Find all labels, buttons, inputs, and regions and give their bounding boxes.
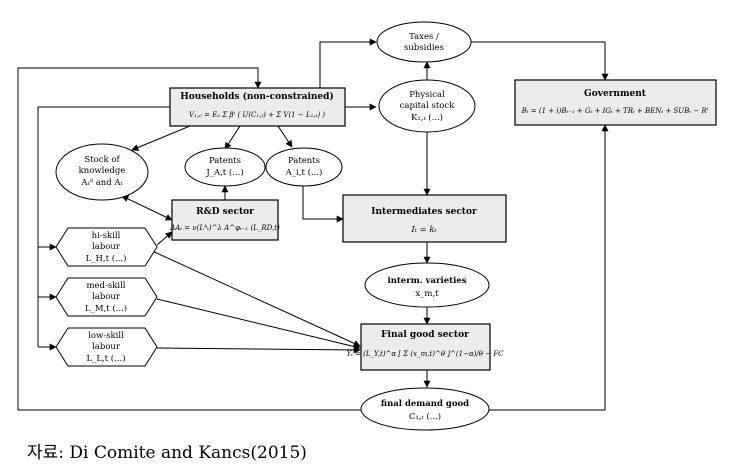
low-skill-hexagon: low-skill labour L_L,t (...) xyxy=(55,327,158,367)
final-good-title: Final good sector xyxy=(381,330,469,340)
capital-label-2: capital stock xyxy=(400,101,456,111)
arrow-hi-skill-to-final-good xyxy=(149,249,361,347)
physical-capital-ellipse: Physical capital stock K₁,ₜ (...) xyxy=(378,79,476,133)
hi-skill-label-2: labour xyxy=(92,242,121,252)
intermediates-box: Intermediates sector Iₜ = kₜ xyxy=(342,194,507,243)
med-skill-hexagon: med-skill labour L_M,t (...) xyxy=(55,277,158,317)
arrow-households-to-taxes xyxy=(319,38,377,88)
taxes-label-1: Taxes / xyxy=(409,32,439,42)
taxes-ellipse: Taxes / subsidies xyxy=(376,21,472,63)
connectors xyxy=(17,38,609,411)
rd-sector-box: R&D sector ΔAₜ = ν(Lᴬₜ)^λ A^φₜ₋₁ (L_RD,t… xyxy=(169,199,280,241)
loop-final-demand-to-households xyxy=(17,67,361,411)
line-households-to-labour xyxy=(37,106,170,347)
source-caption: 자료: Di Comite and Kancs(2015) xyxy=(27,443,307,463)
med-skill-label-3: L_M,t (...) xyxy=(85,303,127,314)
arrow-households-to-patents-j xyxy=(224,125,241,150)
varieties-label-1: interm. varieties xyxy=(387,276,466,286)
low-skill-label-2: labour xyxy=(92,342,121,352)
final-good-formula: Yₜ = (L_Y,t)^α [ Σ (x_m,t)^θ ]^(1−α)/θ −… xyxy=(346,350,504,358)
arrow-knowledge-rd xyxy=(121,195,173,221)
med-skill-label-2: labour xyxy=(92,292,121,302)
knowledge-label-2: knowledge xyxy=(79,166,126,176)
arrow-low-skill-to-final-good xyxy=(156,346,361,354)
varieties-label-2: x_m,t xyxy=(415,289,439,299)
taxes-label-2: subsidies xyxy=(404,43,444,53)
households-title: Households (non-constrained) xyxy=(180,91,333,102)
final-demand-ellipse: final demand good C₁,ₜ (...) xyxy=(360,387,490,431)
low-skill-label-1: low-skill xyxy=(88,331,124,341)
intermediates-title: Intermediates sector xyxy=(371,207,477,217)
low-skill-label-3: L_L,t (...) xyxy=(86,353,125,364)
knowledge-label-3: Aₜᵈ and Aₜ xyxy=(80,178,123,188)
rd-formula: ΔAₜ = ν(Lᴬₜ)^λ A^φₜ₋₁ (L_RD,t) xyxy=(169,224,280,232)
final-good-box: Final good sector Yₜ = (L_Y,t)^α [ Σ (x_… xyxy=(346,323,504,371)
arrow-households-to-patents-a xyxy=(277,125,293,148)
hi-skill-hexagon: hi-skill labour L_H,t (...) xyxy=(55,227,158,267)
final-demand-label-1: final demand good xyxy=(381,399,469,409)
arrow-patents-a-to-intermediates xyxy=(302,186,344,223)
patents-a-ellipse: Patents A_i,t (...) xyxy=(265,147,343,187)
households-formula: V₁,₀ = E₀ Σ βᵗ ( U(C₁,ₜ) + Σ V(1 − L₁,ₜ)… xyxy=(189,111,325,119)
interm-varieties-ellipse: interm. varieties x_m,t xyxy=(364,262,490,308)
government-box: Government Bₜ = (1 + i)Bₜ₋₁ + Gₜ + IGₜ +… xyxy=(514,79,717,126)
arrow-hi-skill-to-rd xyxy=(156,231,173,246)
hi-skill-label-3: L_H,t (...) xyxy=(86,253,127,264)
hi-skill-label-1: hi-skill xyxy=(92,231,121,241)
households-box: Households (non-constrained) V₁,₀ = E₀ Σ… xyxy=(169,87,346,127)
arrow-households-to-knowledge xyxy=(131,125,191,151)
patents-a-label-1: Patents xyxy=(288,156,320,166)
patents-a-label-2: A_i,t (...) xyxy=(285,167,323,178)
government-title: Government xyxy=(584,89,647,99)
arrow-med-skill-to-final-good xyxy=(156,298,361,350)
med-skill-label-1: med-skill xyxy=(86,281,125,291)
patents-j-label-1: Patents xyxy=(209,156,241,166)
knowledge-label-1: Stock of xyxy=(84,155,120,165)
final-demand-label-2: C₁,ₜ (...) xyxy=(409,411,441,422)
rd-title: R&D sector xyxy=(196,207,254,217)
arrow-taxes-to-government xyxy=(471,41,609,81)
patents-j-ellipse: Patents J_A,t (...) xyxy=(184,147,266,187)
arrow-final-demand-to-government xyxy=(489,124,609,411)
stock-knowledge-ellipse: Stock of knowledge Aₜᵈ and Aₜ xyxy=(55,143,149,201)
government-formula: Bₜ = (1 + i)Bₜ₋₁ + Gₜ + IGₜ + TRₜ + BENₜ… xyxy=(521,107,709,115)
intermediates-formula: Iₜ = kₜ xyxy=(410,225,437,235)
capital-label-3: K₁,ₜ (...) xyxy=(411,112,443,123)
capital-label-1: Physical xyxy=(409,90,445,100)
patents-j-label-2: J_A,t (...) xyxy=(205,167,243,178)
